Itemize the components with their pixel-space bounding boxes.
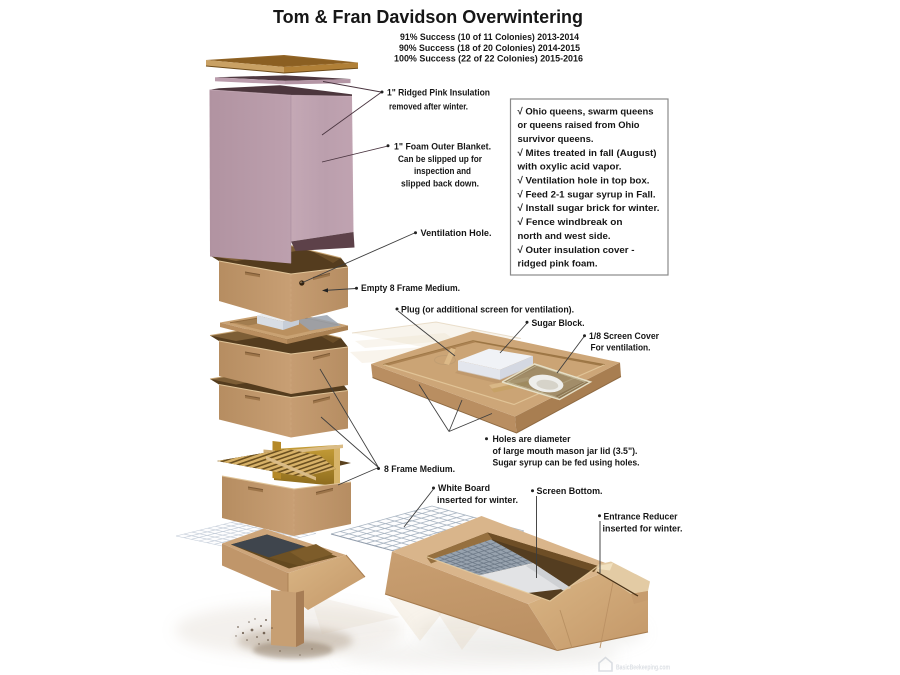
svg-text:Sugar syrup can be fed using h: Sugar syrup can be fed using holes. <box>493 457 640 468</box>
svg-text:√ Install sugar brick for wint: √ Install sugar brick for winter. <box>518 203 660 214</box>
svg-text:1/8 Screen Cover: 1/8 Screen Cover <box>589 330 659 341</box>
svg-text:or queens raised from Ohio: or queens raised from Ohio <box>518 120 640 131</box>
svg-text:Ventilation Hole.: Ventilation Hole. <box>421 227 492 238</box>
svg-text:Screen Bottom.: Screen Bottom. <box>537 485 603 496</box>
svg-text:8 Frame Medium.: 8 Frame Medium. <box>384 463 455 474</box>
svg-text:91% Success (10 of 11 Colonies: 91% Success (10 of 11 Colonies) 2013-201… <box>400 32 580 43</box>
svg-text:√ Ventilation hole in top box.: √ Ventilation hole in top box. <box>518 176 650 187</box>
svg-text:Empty 8 Frame Medium.: Empty 8 Frame Medium. <box>361 282 460 293</box>
svg-text:White Board: White Board <box>438 482 490 493</box>
svg-text:slipped back down.: slipped back down. <box>401 178 479 189</box>
svg-text:north and west side.: north and west side. <box>518 231 611 242</box>
svg-text:inserted for winter.: inserted for winter. <box>603 522 683 533</box>
svg-text:Plug (or additional screen for: Plug (or additional screen for ventilati… <box>401 303 574 314</box>
svg-text:of large mouth mason jar lid (: of large mouth mason jar lid (3.5"). <box>493 445 638 456</box>
svg-text:Sugar Block.: Sugar Block. <box>532 317 585 328</box>
svg-text:1" Foam Outer Blanket.: 1" Foam Outer Blanket. <box>394 140 491 151</box>
svg-text:√ Mites treated in fall (Augus: √ Mites treated in fall (August) <box>518 148 657 159</box>
svg-text:removed after winter.: removed after winter. <box>389 100 468 111</box>
svg-text:survivor queens.: survivor queens. <box>518 134 594 145</box>
svg-text:BasicBeekeeping.com: BasicBeekeeping.com <box>616 663 670 672</box>
svg-text:1" Ridged Pink Insulation: 1" Ridged Pink Insulation <box>387 87 490 98</box>
svg-text:√ Ohio queens, swarm queens: √ Ohio queens, swarm queens <box>518 106 654 117</box>
svg-text:inserted for winter.: inserted for winter. <box>437 494 518 505</box>
svg-text:with oxylic acid vapor.: with oxylic acid vapor. <box>516 162 621 173</box>
svg-text:√ Outer insulation cover -: √ Outer insulation cover - <box>518 245 635 256</box>
svg-text:√ Feed 2-1 sugar syrup in Fall: √ Feed 2-1 sugar syrup in Fall. <box>518 189 656 200</box>
svg-text:For ventilation.: For ventilation. <box>591 341 651 352</box>
svg-text:√ Fence windbreak on: √ Fence windbreak on <box>518 217 623 228</box>
svg-text:90% Success (18 of 20 Colonies: 90% Success (18 of 20 Colonies) 2014-201… <box>399 43 581 54</box>
svg-text:Holes are diameter: Holes are diameter <box>493 433 571 444</box>
svg-text:ridged pink foam.: ridged pink foam. <box>518 259 598 270</box>
svg-text:inspection and: inspection and <box>414 165 471 176</box>
svg-text:Tom & Fran Davidson Overwinter: Tom & Fran Davidson Overwintering <box>273 7 583 27</box>
svg-text:Entrance Reducer: Entrance Reducer <box>604 511 678 522</box>
svg-text:100% Success (22 of 22 Colonie: 100% Success (22 of 22 Colonies) 2015-20… <box>394 53 583 64</box>
svg-text:Can be slipped up for: Can be slipped up for <box>398 153 482 164</box>
